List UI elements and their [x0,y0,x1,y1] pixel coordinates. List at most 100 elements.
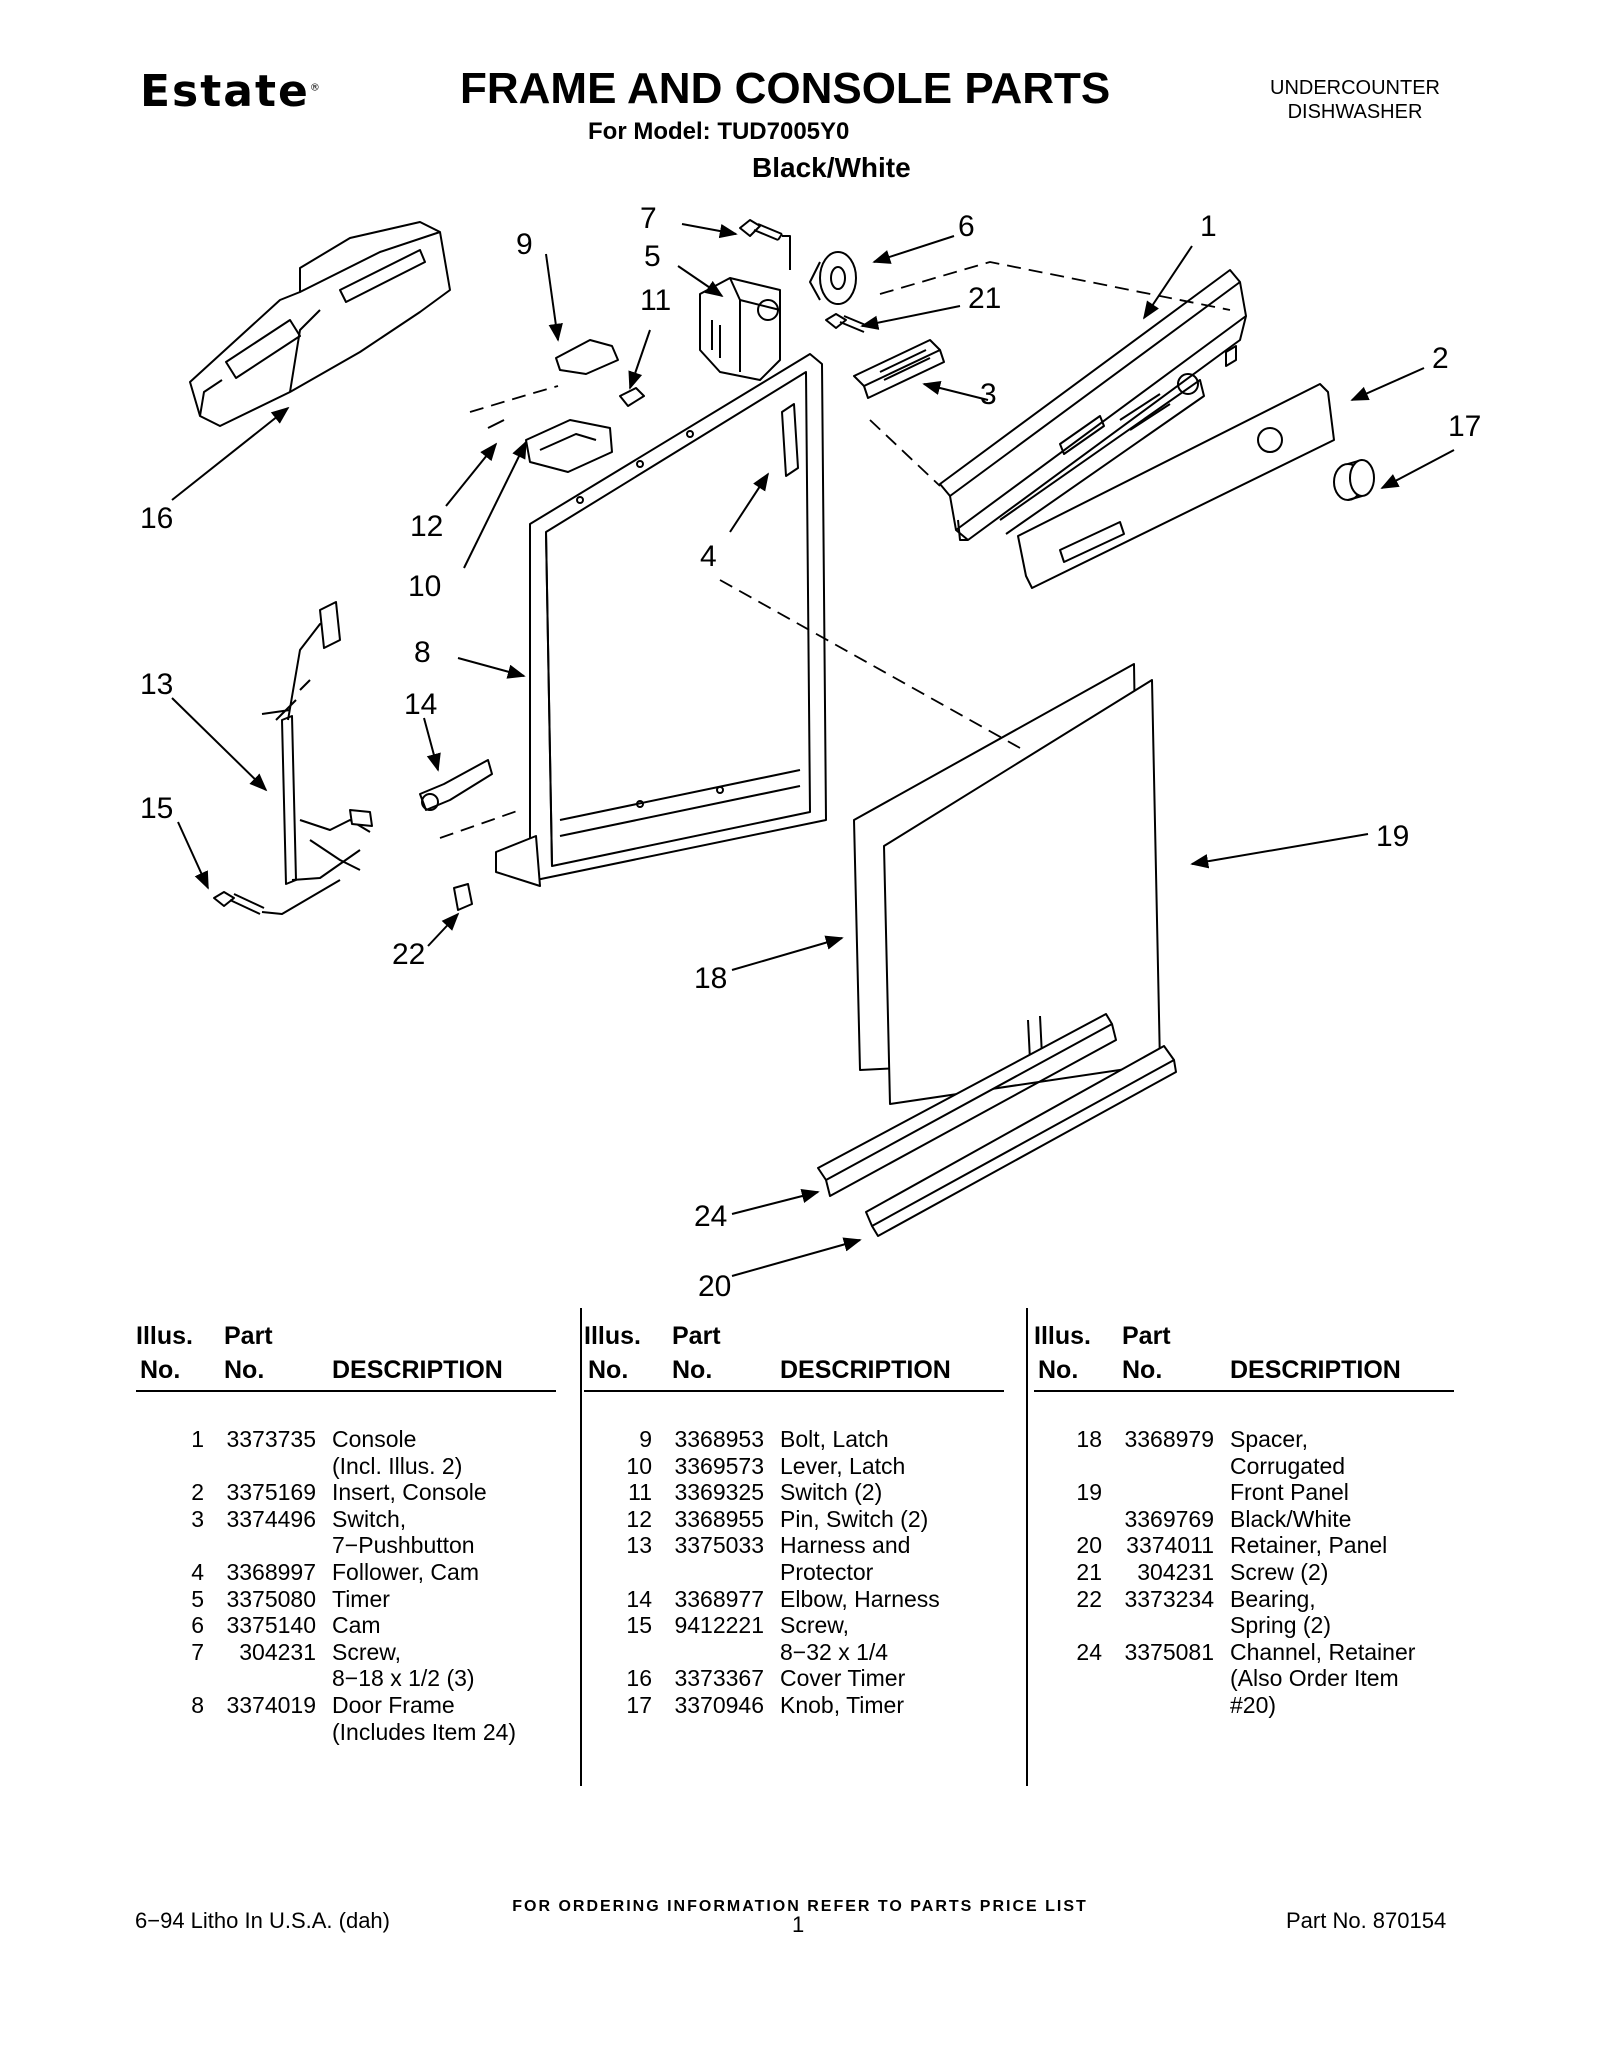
illus-no-cell: 22 [1076,1585,1102,1612]
description-cell: Harness and [780,1532,911,1559]
illus-no-cell: 2 [191,1479,204,1506]
description-cell: Follower, Cam [332,1558,479,1585]
part-no-cell [652,1639,764,1666]
callout-11: 11 [640,284,671,317]
description-cell: Cover Timer [780,1665,906,1692]
part-no-cell: 3375033 [674,1532,764,1559]
description-cell: Retainer, Panel [1230,1532,1388,1559]
part-no-cell: 304231 [239,1638,316,1665]
table-row: 7−Pushbutton [136,1532,556,1559]
screw-part-15 [213,879,341,915]
part-no-cell: 3374496 [226,1505,316,1532]
callout-1: 1 [1200,210,1217,243]
description-cell: Bearing, [1230,1585,1316,1612]
part-no-cell: 3374011 [1126,1532,1214,1559]
brand-logo: Estate® [140,66,320,117]
retainer-panel-part [865,1045,1177,1237]
callout-17: 17 [1448,410,1481,443]
callout-8: 8 [414,636,431,669]
header-illus: Illus. [584,1322,641,1350]
callout-20: 20 [698,1270,731,1300]
header-illus: Illus. [136,1322,193,1350]
part-no-cell: 3369573 [674,1452,764,1479]
header-description: DESCRIPTION [332,1356,503,1384]
model-number: For Model: TUD7005Y0 [588,118,850,145]
part-no-cell: 3369769 [1124,1505,1214,1532]
lever-latch-part [525,419,613,473]
part-no-cell [1102,1665,1214,1692]
part-no-cell: 304231 [1137,1558,1214,1585]
illus-no-cell: 3 [191,1505,204,1532]
header-part: Part [1122,1322,1171,1350]
table-header: Illus. No. Part No. DESCRIPTION [584,1322,1004,1392]
table-row: Corrugated [1034,1453,1454,1480]
table-row: (Incl. Illus. 2) [136,1453,556,1480]
header-illus-no: No. [588,1356,629,1384]
channel-retainer-part [817,1013,1117,1197]
callout-2: 2 [1432,342,1449,375]
pin-switch-part [487,419,505,429]
illus-no-cell: 19 [1076,1479,1102,1506]
callout-19: 19 [1376,820,1409,853]
bolt-latch-part [555,339,619,375]
registered-mark: ® [309,82,320,94]
description-cell: Pin, Switch (2) [780,1505,929,1532]
description-cell: Screw, [780,1612,850,1639]
table-row: 22 3373234 Bearing, [1034,1586,1454,1613]
table-row: 3369769 Black/White [1034,1506,1454,1533]
illus-no-cell: 6 [191,1612,204,1639]
callout-18: 18 [694,962,727,995]
illus-no-cell: 21 [1076,1558,1102,1585]
description-cell: 8−32 x 1/4 [780,1638,889,1665]
part-no-cell: 3373234 [1124,1585,1214,1612]
description-cell: Bolt, Latch [780,1426,889,1452]
illus-no-cell: 10 [626,1452,652,1479]
part-no-cell [204,1665,316,1692]
illus-no-cell: 5 [191,1585,204,1612]
description-cell: Switch, [332,1505,407,1532]
page-number: 1 [792,1912,805,1937]
callout-3: 3 [980,378,997,411]
illus-no-cell [1034,1692,1102,1719]
page-title: FRAME AND CONSOLE PARTS [460,64,1111,113]
cover-timer-part [189,221,451,427]
header-part-no: No. [672,1356,713,1384]
callout-16: 16 [140,502,173,535]
illus-no-cell: 15 [626,1612,652,1639]
part-no-cell: 3375140 [226,1612,316,1639]
part-no-cell: 3369325 [674,1479,764,1506]
callout-22: 22 [392,938,425,971]
illus-no-cell: 18 [1076,1426,1102,1452]
callout-5: 5 [644,240,661,273]
ordering-note: FOR ORDERING INFORMATION REFER TO PARTS … [512,1898,1088,1915]
part-no-cell: 3374019 [226,1691,316,1718]
part-no-cell: 3375169 [226,1479,316,1506]
header-part-no: No. [1122,1356,1163,1384]
table-row: Protector [584,1559,1004,1586]
table-header: Illus. No. Part No. DESCRIPTION [136,1322,556,1392]
description-cell: Black/White [1230,1505,1352,1532]
illus-no-cell: 13 [626,1532,652,1559]
description-cell: Screw, [332,1638,402,1665]
illus-no-cell: 12 [626,1505,652,1532]
part-no-cell: 3368953 [674,1426,764,1452]
illus-no-cell [584,1559,652,1586]
header-description: DESCRIPTION [780,1356,951,1384]
description-cell: 8−18 x 1/2 (3) [332,1665,475,1692]
illus-no-cell: 4 [191,1558,204,1585]
header-description: DESCRIPTION [1230,1356,1401,1384]
part-no-cell: 3375081 [1124,1638,1214,1665]
callout-13: 13 [140,668,173,701]
part-no-cell: 9412221 [674,1612,764,1639]
console-insert-part [1017,383,1335,589]
model-color: Black/White [752,152,911,183]
description-cell: Knob, Timer [780,1691,904,1718]
column-divider [580,1308,582,1786]
